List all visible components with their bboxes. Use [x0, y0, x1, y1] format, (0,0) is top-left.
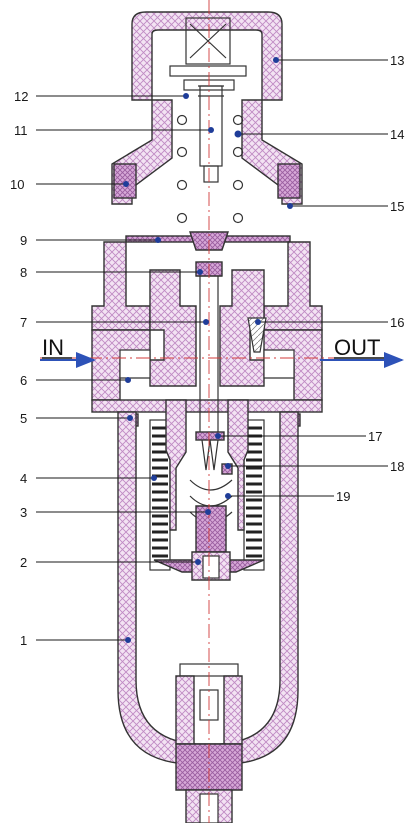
svg-text:1: 1: [20, 633, 27, 648]
svg-text:18: 18: [390, 459, 404, 474]
callout-3: 3: [20, 505, 211, 520]
svg-text:13: 13: [390, 53, 404, 68]
outlet-label: OUT: [334, 335, 380, 360]
inlet-label: IN: [42, 335, 64, 360]
main-body: [91, 241, 323, 413]
bonnet-cap: [131, 11, 283, 101]
callout-6: 6: [20, 373, 131, 388]
svg-text:11: 11: [14, 123, 28, 138]
callout-4: 4: [20, 471, 157, 486]
callout-19: 19: [225, 489, 350, 504]
svg-text:17: 17: [368, 429, 382, 444]
svg-text:3: 3: [20, 505, 27, 520]
svg-text:10: 10: [10, 177, 24, 192]
filter-element: [123, 399, 301, 571]
callout-10: 10: [10, 177, 129, 192]
outlet-indicator: OUT: [320, 335, 404, 368]
regulating-spring: [176, 114, 244, 224]
callout-9: 9: [20, 233, 161, 248]
bowl: [117, 411, 299, 765]
callout-5: 5: [20, 411, 133, 426]
callout-13: 13: [273, 53, 404, 68]
callout-18: 18: [225, 459, 404, 474]
callout-8: 8: [20, 265, 203, 280]
callout-12: 12: [14, 89, 189, 104]
auto-drain: [175, 663, 243, 823]
callout-16: 16: [255, 315, 404, 330]
diaphragm: [125, 231, 291, 251]
bonnet-collar: [111, 99, 303, 205]
svg-text:16: 16: [390, 315, 404, 330]
svg-text:7: 7: [20, 315, 27, 330]
svg-text:14: 14: [390, 127, 404, 142]
svg-text:19: 19: [336, 489, 350, 504]
svg-text:8: 8: [20, 265, 27, 280]
callout-2: 2: [20, 555, 201, 570]
inlet-indicator: IN: [40, 335, 96, 368]
svg-text:6: 6: [20, 373, 27, 388]
callout-7: 7: [20, 315, 209, 330]
callout-17: 17: [215, 429, 382, 444]
callout-11: 11: [14, 123, 214, 138]
callout-14: 14: [234, 127, 404, 142]
svg-text:2: 2: [20, 555, 27, 570]
callout-15: 15: [287, 199, 404, 214]
svg-text:4: 4: [20, 471, 27, 486]
svg-text:12: 12: [14, 89, 28, 104]
svg-text:5: 5: [20, 411, 27, 426]
svg-text:9: 9: [20, 233, 27, 248]
svg-text:15: 15: [390, 199, 404, 214]
callout-1: 1: [20, 633, 131, 648]
